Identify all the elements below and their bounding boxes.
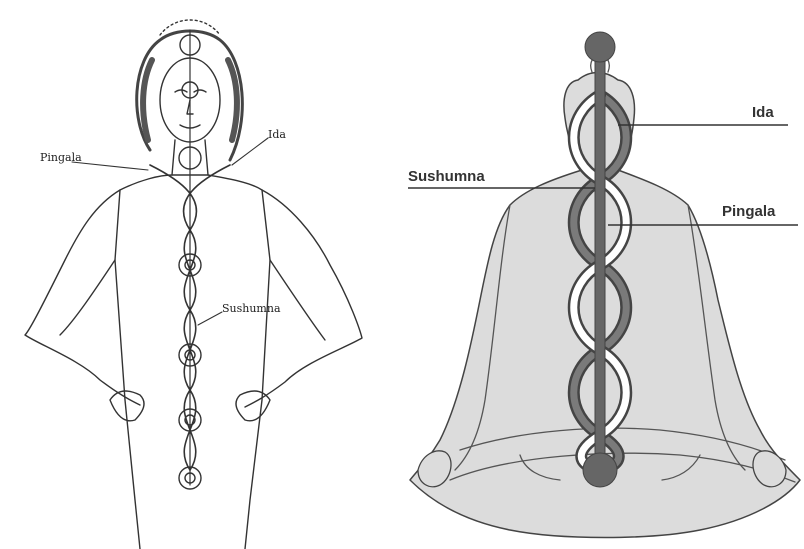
root-sphere: [583, 453, 617, 487]
label-ida-left: Ida: [268, 128, 286, 141]
right-arm: [245, 190, 362, 407]
label-pingala-left: Pingala: [40, 151, 82, 164]
channel-sushumna-right: [595, 45, 605, 475]
right-diagram: Ida Sushumna Pingala: [400, 0, 804, 549]
label-ida-right: Ida: [752, 104, 774, 121]
label-pingala-right: Pingala: [722, 203, 775, 220]
leader-pingala: [72, 162, 148, 170]
torso-outline: [115, 175, 270, 549]
label-sushumna-right: Sushumna: [408, 168, 485, 185]
crown-sphere: [585, 32, 615, 62]
leader-sushumna: [198, 312, 222, 325]
seated-figure-drawing: [400, 0, 804, 549]
label-sushumna-left: Sushumna: [222, 302, 281, 315]
standing-figure-drawing: [0, 0, 400, 549]
left-diagram: Pingala Ida Sushumna: [0, 0, 400, 549]
